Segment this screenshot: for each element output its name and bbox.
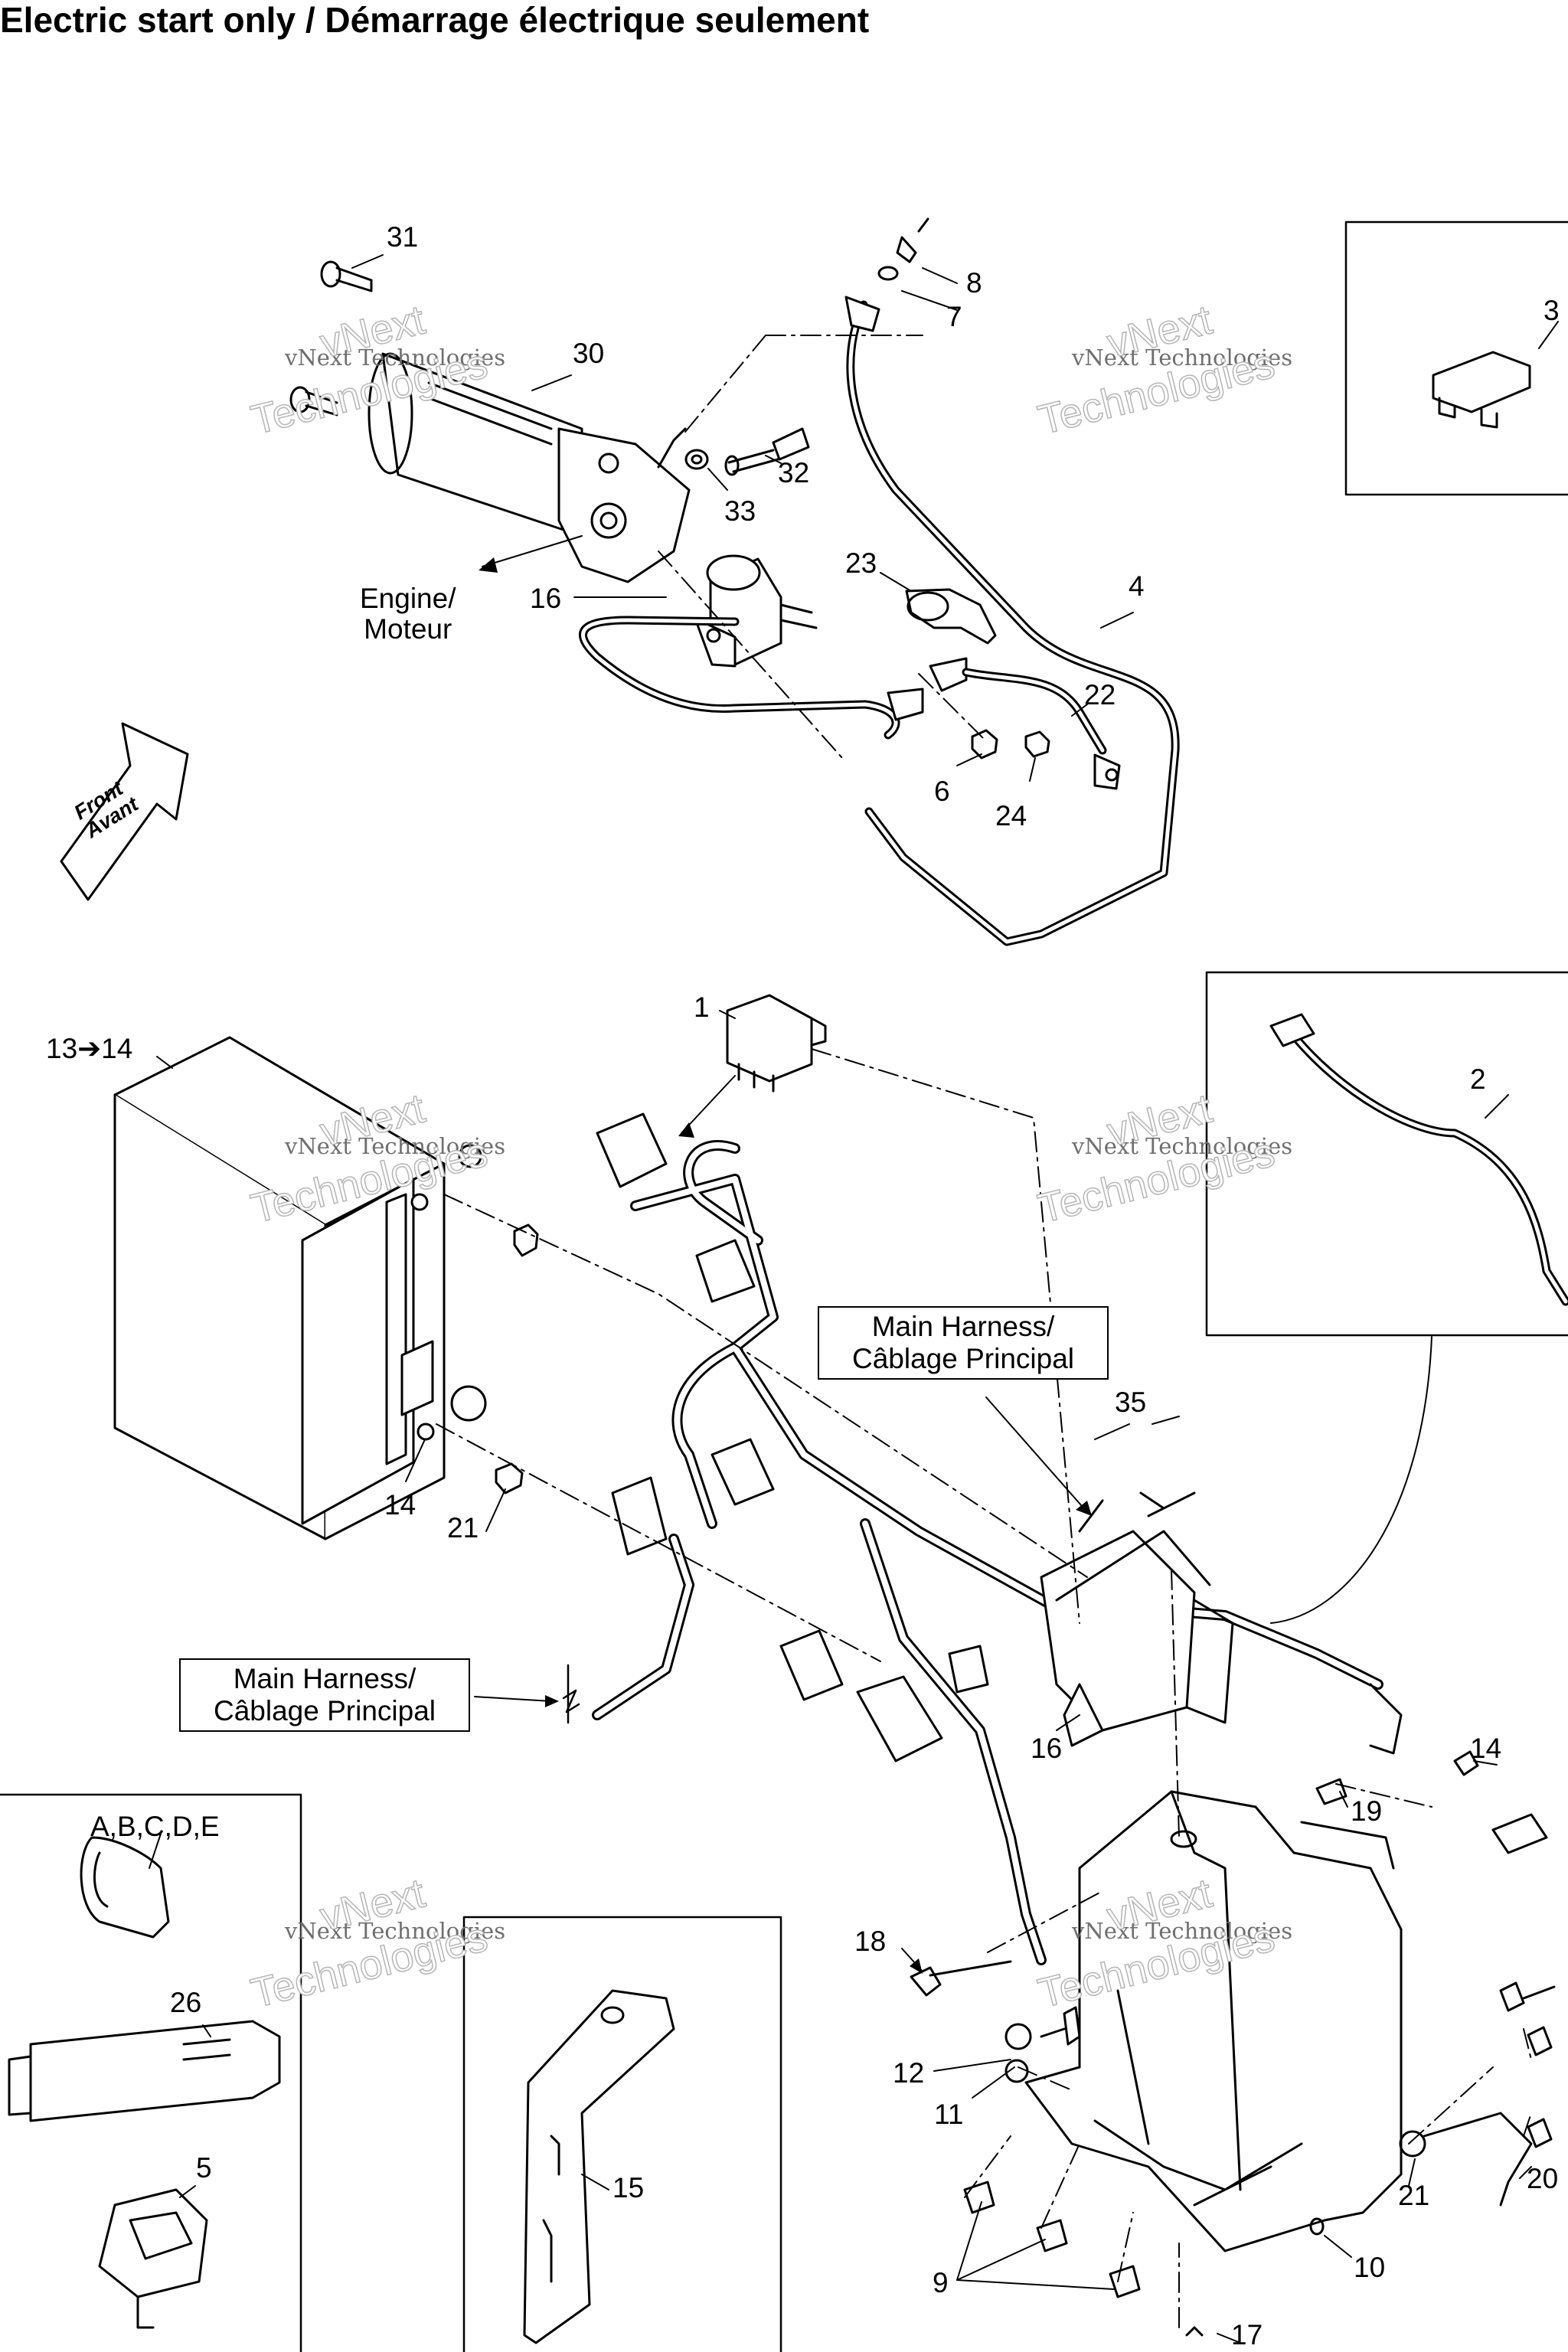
relay-drawing xyxy=(726,994,827,1093)
callout-3: 3 xyxy=(1544,295,1560,326)
callout-24: 24 xyxy=(995,800,1027,831)
callout-16-bottom: 16 xyxy=(1031,1733,1063,1764)
battery-drawing xyxy=(113,1036,487,1540)
bracket-15-drawing xyxy=(523,1989,675,2344)
callout-31: 31 xyxy=(387,221,419,253)
harness-leader-curve xyxy=(1270,1336,1432,1624)
cable-inset-frame xyxy=(1205,971,1568,1337)
bolt-32-drawing xyxy=(684,427,810,476)
cable-2-drawing xyxy=(1269,1013,1568,1306)
bolt-31-drawing xyxy=(289,260,373,416)
callout-17: 17 xyxy=(1231,2319,1263,2350)
front-arrow-drawing xyxy=(60,722,189,901)
callout-35: 35 xyxy=(1115,1387,1147,1418)
accessories-inset-frame xyxy=(0,1793,302,2352)
callout-12: 12 xyxy=(893,2057,925,2089)
ground-cable-drawing xyxy=(929,657,1121,790)
main-harness-label-en: Main Harness/ xyxy=(871,1311,1055,1342)
square-nuts-drawing xyxy=(495,1223,539,1494)
callout-1: 1 xyxy=(694,991,710,1023)
callout-16-top: 16 xyxy=(530,583,562,614)
leader-lines xyxy=(149,254,1559,2344)
engine-label-en: Engine/ xyxy=(360,583,456,614)
callout-9: 9 xyxy=(933,2267,949,2298)
main-harness-label-en: Main Harness/ xyxy=(233,1663,416,1694)
callout-23: 23 xyxy=(845,547,877,579)
callout-kit: A,B,C,D,E xyxy=(90,1811,220,1842)
callout-18: 18 xyxy=(854,1926,887,1957)
callout-5: 5 xyxy=(196,2152,212,2184)
boot-23-drawing xyxy=(905,588,997,645)
callout-8: 8 xyxy=(966,267,982,299)
callout-33: 33 xyxy=(724,495,756,527)
leader-arrowheads xyxy=(479,557,1092,1974)
callout-26: 26 xyxy=(170,1987,202,2018)
callout-30: 30 xyxy=(573,338,605,369)
callout-22: 22 xyxy=(1084,679,1116,710)
bracket-inset-frame xyxy=(462,1916,782,2352)
starter-motor-drawing xyxy=(368,352,691,583)
main-harness-label-fr: Câblage Principal xyxy=(851,1343,1074,1374)
clip-kit-drawing xyxy=(80,1836,170,1939)
callout-19: 19 xyxy=(1351,1795,1383,1827)
callout-6: 6 xyxy=(934,776,950,807)
callout-11: 11 xyxy=(934,2099,964,2130)
callout-20: 20 xyxy=(1527,2163,1559,2194)
callout-2: 2 xyxy=(1470,1063,1486,1095)
callout-32: 32 xyxy=(778,457,810,488)
callout-21-top: 21 xyxy=(447,1512,479,1544)
callout-14-battery: 14 xyxy=(384,1489,416,1521)
grease-tube-drawing xyxy=(8,2020,281,2122)
fasteners-drawing xyxy=(910,1750,1556,2337)
nuts-6-24-drawing xyxy=(971,729,1050,760)
callout-10: 10 xyxy=(1354,2252,1386,2283)
callout-7: 7 xyxy=(946,301,962,332)
callout-15: 15 xyxy=(612,2172,645,2203)
diagram-title: Electric start only / Démarrage électriq… xyxy=(0,0,870,40)
main-harness-label-fr: Câblage Principal xyxy=(213,1695,436,1726)
callout-14-right: 14 xyxy=(1470,1733,1502,1764)
harness-cut-symbol xyxy=(562,1664,580,1724)
negative-terminal-symbol: − xyxy=(459,1383,478,1416)
main-harness-label-box: Main Harness/ Câblage Principal xyxy=(818,1306,1109,1380)
starter-cable-drawing xyxy=(844,217,1180,946)
main-harness-label-box-2: Main Harness/ Câblage Principal xyxy=(179,1658,470,1732)
engine-label-fr: Moteur xyxy=(364,613,452,645)
alignment-lines xyxy=(436,335,1532,2328)
engine-label: Engine/ Moteur xyxy=(360,583,456,645)
solenoid-top-drawing xyxy=(694,554,818,668)
clip-5-drawing xyxy=(98,2188,208,2329)
callout-13-14: 13➔14 xyxy=(46,1033,133,1064)
fuse-drawing xyxy=(1432,351,1531,429)
callout-4: 4 xyxy=(1129,570,1145,602)
bracket-10-drawing xyxy=(1024,1790,1403,2252)
solenoid-harness-drawing xyxy=(579,616,924,740)
callout-21-bottom: 21 xyxy=(1398,2180,1430,2211)
fuse-inset-frame xyxy=(1344,220,1568,496)
main-harness-drawing xyxy=(592,1112,1403,1965)
